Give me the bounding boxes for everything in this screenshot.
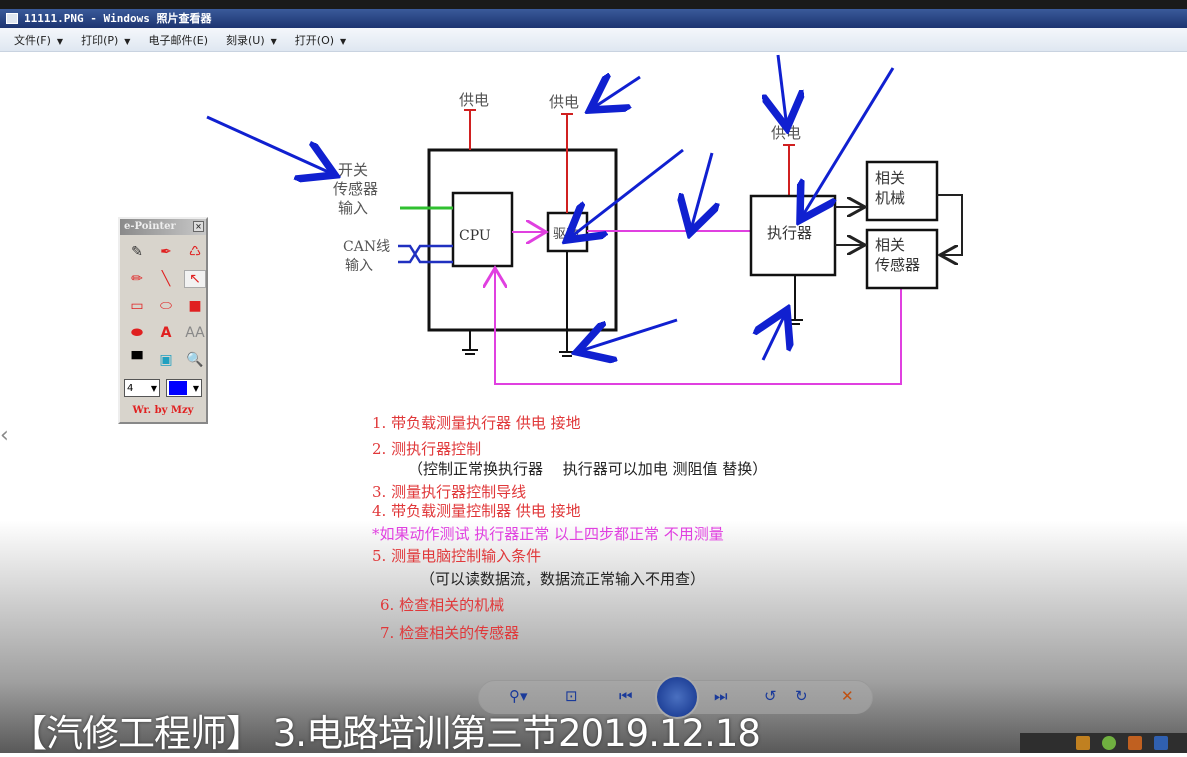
filled-ellipse-icon[interactable]: ⬬ [131, 325, 143, 341]
can-input-label: CAN线输入 [343, 239, 390, 274]
supply-label-1: 供电 [459, 91, 489, 109]
pen-size-select[interactable]: 4▼ [124, 379, 160, 397]
cpu-box [451, 191, 514, 268]
title-bar: 11111.PNG - Windows 照片查看器 [0, 9, 1187, 28]
mechanism-box [865, 160, 939, 222]
mechanism-label: 相关机械 [875, 169, 905, 207]
arrow-icon[interactable]: ↖ [184, 270, 206, 288]
executor-label: 执行器 [767, 224, 812, 242]
step-7: 7. 检查相关的传感器 [380, 624, 520, 642]
step-2: 2. 测执行器控制 [372, 440, 482, 458]
color-select[interactable]: ▼ [166, 379, 202, 397]
filled-rectangle-icon[interactable]: ■ [188, 298, 202, 314]
palette-title: e-Pointer [124, 221, 176, 232]
sensor-label: 相关传感器 [875, 236, 920, 274]
menu-bar: 文件(F)▼ 打印(P)▼ 电子邮件(E) 刻录(U)▼ 打开(O)▼ [0, 28, 1187, 52]
tray-download-icon[interactable] [1128, 736, 1142, 750]
rectangle-icon[interactable]: ▭ [130, 298, 144, 314]
ellipse-icon[interactable]: ⬭ [160, 298, 172, 314]
switch-input-label: 开关传感器输入 [333, 161, 378, 217]
video-top-border [0, 0, 1187, 9]
previous-chevron-icon[interactable]: ‹ [0, 423, 9, 448]
step-2-note: （控制正常换执行器 执行器可以加电 测阻值 替换） [408, 460, 768, 478]
rotate-right-icon[interactable]: ↻ [795, 687, 808, 705]
step-5: 5. 测量电脑控制输入条件 [372, 547, 542, 565]
eraser-icon[interactable]: ✎ [131, 244, 143, 260]
ecu-box [427, 148, 618, 332]
menu-open[interactable]: 打开(O)▼ [294, 33, 347, 47]
menu-email[interactable]: 电子邮件(E) [148, 33, 208, 47]
taskbar [1020, 733, 1187, 753]
tray-toggle-icon[interactable] [1102, 736, 1116, 750]
tray-app-icon[interactable] [1076, 736, 1090, 750]
clear-icon[interactable]: ♺ [188, 244, 202, 260]
step-3: 3. 测量执行器控制导线 [372, 483, 527, 501]
step-6: 6. 检查相关的机械 [380, 596, 505, 614]
cpu-label: CPU [459, 228, 491, 244]
step-4: 4. 带负载测量控制器 供电 接地 [372, 502, 581, 520]
feedback-wire [495, 268, 902, 385]
outline-text-icon[interactable]: AA [185, 325, 205, 341]
rotate-left-icon[interactable]: ↺ [764, 687, 777, 705]
supply-label-2: 供电 [549, 93, 579, 111]
app-icon [6, 13, 18, 24]
palette-credit: Wr. by Mzy [132, 405, 194, 416]
menu-file[interactable]: 文件(F)▼ [14, 33, 64, 47]
video-caption: 【汽修工程师】 3.电路培训第三节2019.12.18 [10, 712, 761, 755]
step-5-note: （可以读数据流，数据流正常输入不用查） [420, 570, 706, 588]
can-wires [398, 244, 453, 264]
window-title: 11111.PNG - Windows 照片查看器 [24, 12, 212, 25]
pen-icon[interactable]: ✏ [131, 271, 143, 287]
screen-icon[interactable]: ▣ [159, 352, 173, 368]
executor-links [835, 194, 963, 255]
menu-burn[interactable]: 刻录(U)▼ [226, 33, 277, 47]
e-pointer-palette: e-Pointer× ✎ ✒ ♺ ✏ ╲ ↖ ▭ ⬭ ■ ⬬ A AA ▀ ▣ … [118, 217, 208, 424]
step-note-action-test: *如果动作测试 执行器正常 以上四步都正常 不用测量 [372, 525, 724, 543]
line-icon[interactable]: ╲ [161, 271, 171, 287]
menu-print[interactable]: 打印(P)▼ [81, 33, 131, 47]
delete-icon[interactable]: ✕ [841, 687, 854, 705]
text-icon[interactable]: A [160, 325, 172, 341]
palette-close-icon[interactable]: × [193, 221, 204, 232]
annotation-arrows [206, 54, 895, 360]
tray-app-icon-2[interactable] [1154, 736, 1168, 750]
step-1: 1. 带负载测量执行器 供电 接地 [372, 414, 581, 432]
sensor-box [865, 228, 939, 290]
magnifier-icon[interactable]: 🔍 [186, 352, 204, 368]
blackboard-icon[interactable]: ▀ [131, 352, 143, 368]
marker-icon[interactable]: ✒ [160, 244, 172, 260]
